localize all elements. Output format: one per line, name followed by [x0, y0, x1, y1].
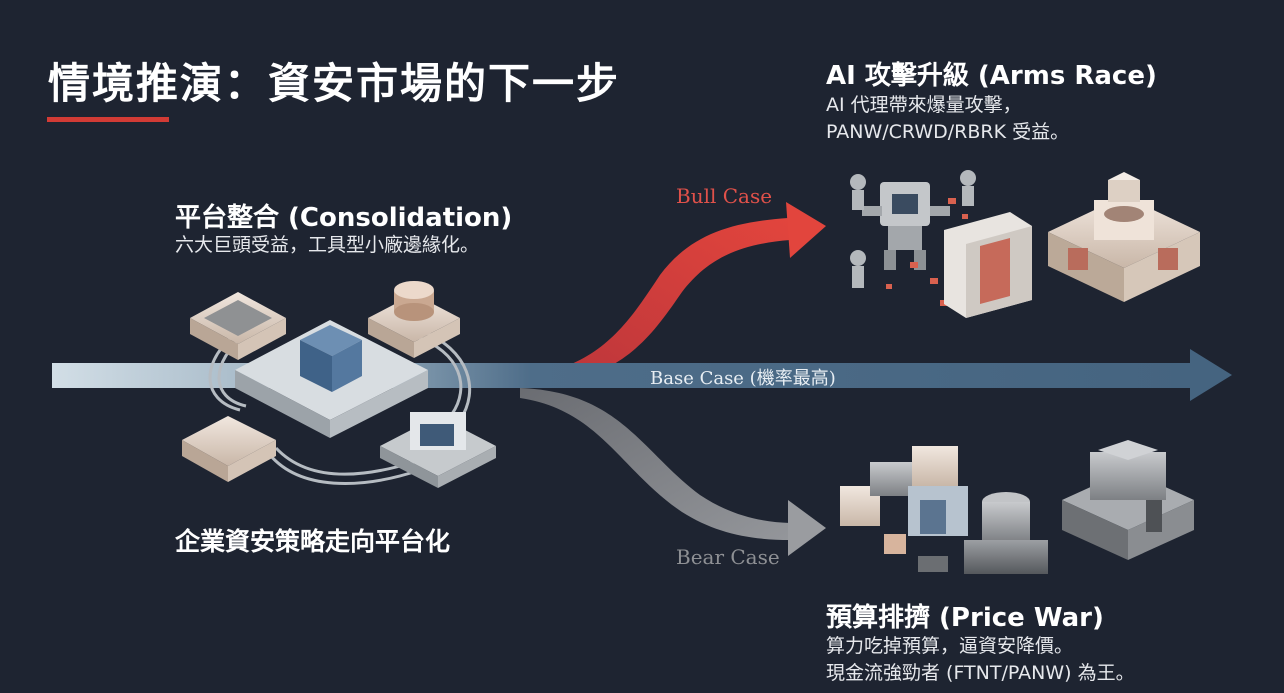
price-war-desc-line1: 算力吃掉預算，逼資安降價。 — [826, 635, 1074, 657]
robot-swarm-icon — [850, 170, 1032, 318]
consolidation-footer: 企業資安策略走向平台化 — [175, 527, 451, 556]
bull-case-label: Bull Case — [676, 184, 773, 208]
platform-hub-icon — [182, 281, 496, 488]
title-underline — [47, 117, 169, 122]
base-case-arrow — [52, 349, 1232, 401]
page-title: 情境推演：資安市場的下一步 — [48, 59, 621, 108]
consolidation-heading: 平台整合 (Consolidation) — [175, 203, 513, 233]
bunker-icon — [1062, 440, 1194, 560]
consolidation-desc: 六大巨頭受益，工具型小廠邊緣化。 — [175, 234, 480, 256]
price-war-heading: 預算排擠 (Price War) — [826, 603, 1104, 633]
arms-race-desc-line1: AI 代理帶來爆量攻擊， — [826, 94, 1022, 116]
base-case-label: Base Case (機率最高) — [650, 368, 836, 389]
price-war-desc-line2: 現金流強勁者 (FTNT/PANW) 為王。 — [826, 662, 1135, 684]
bull-case-arrow — [520, 202, 826, 388]
arms-race-heading: AI 攻擊升級 (Arms Race) — [826, 61, 1157, 91]
bear-case-arrow — [520, 388, 826, 556]
cube-stack-icon — [840, 446, 1048, 574]
fortress-icon — [1048, 172, 1200, 302]
bear-case-label: Bear Case — [676, 545, 780, 569]
arms-race-desc-line2: PANW/CRWD/RBRK 受益。 — [826, 121, 1070, 143]
